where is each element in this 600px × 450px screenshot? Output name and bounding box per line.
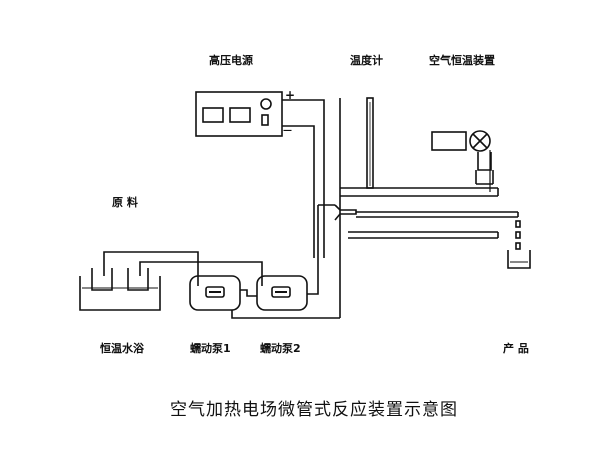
hv-power-supply (195, 91, 283, 137)
tube-return (231, 310, 340, 319)
drop-3 (515, 242, 521, 250)
fan-icon (469, 130, 491, 152)
microtube-reactor (317, 204, 519, 236)
pump2-body (256, 275, 308, 311)
label-minus: — (283, 126, 292, 136)
feed-tube-2 (139, 261, 263, 286)
pump1-rotor (205, 286, 225, 298)
label-water-bath: 恒温水浴 (100, 342, 144, 355)
hv-knob (260, 98, 272, 110)
feed-tube-1 (103, 251, 199, 286)
figure-caption: 空气加热电场微管式反应装置示意图 (170, 400, 458, 420)
label-product: 产 品 (503, 342, 529, 355)
label-plus: + (285, 88, 296, 102)
tube-pump1-pump2 (240, 289, 257, 297)
hv-switch (261, 114, 269, 126)
peristaltic-pump-1 (189, 275, 241, 311)
label-thermometer: 温度计 (350, 54, 383, 67)
hv-power-box (195, 91, 283, 137)
raw-material-flask-1 (91, 268, 113, 291)
label-hv-power: 高压电源 (209, 54, 253, 67)
peristaltic-pump-2 (256, 275, 308, 311)
air-thermostat-device (431, 130, 494, 192)
wire-negative (282, 125, 315, 258)
tube-pump2-reactor (307, 236, 319, 295)
label-pump1: 蠕动泵1 (190, 342, 231, 355)
hv-display-right (229, 107, 251, 123)
thermostat-pipe (477, 152, 492, 171)
product-beaker (507, 250, 531, 269)
label-air-thermostat: 空气恒温装置 (429, 54, 495, 67)
thermostat-box (431, 131, 467, 151)
product-collector (507, 220, 531, 269)
pump2-rotor (271, 286, 291, 298)
heating-chamber (339, 98, 499, 318)
drop-1 (515, 220, 521, 228)
raw-material-flask-2 (127, 268, 149, 291)
drop-2 (515, 231, 521, 239)
water-bath (79, 268, 161, 311)
label-pump2: 蠕动泵2 (260, 342, 301, 355)
hv-display-left (202, 107, 224, 123)
label-raw-material: 原 料 (112, 196, 138, 209)
thermometer (366, 97, 374, 189)
pump1-body (189, 275, 241, 311)
water-bath-vessel (79, 276, 161, 311)
